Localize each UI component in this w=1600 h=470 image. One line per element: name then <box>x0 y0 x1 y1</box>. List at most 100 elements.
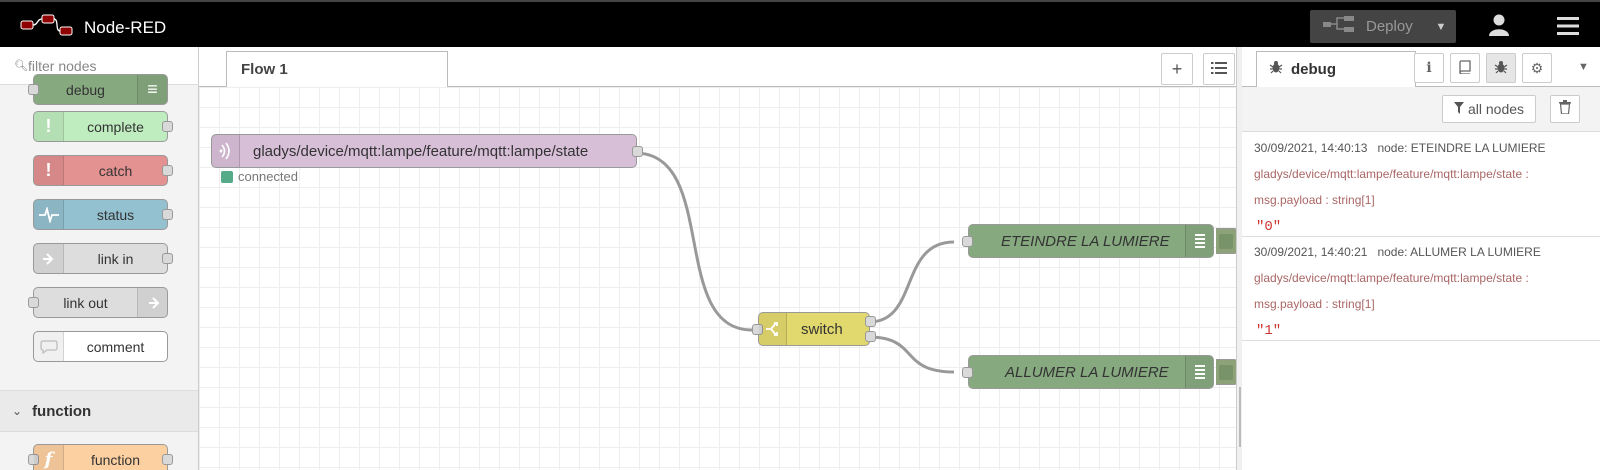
debug-message[interactable]: 30/09/2021, 14:40:21 node: ALLUMER LA LU… <box>1242 237 1600 341</box>
input-port[interactable] <box>752 324 763 335</box>
palette-node-label: status <box>96 206 135 223</box>
separator-grip[interactable] <box>1239 387 1241 447</box>
debug-toolbar <box>1242 87 1600 132</box>
output-port[interactable] <box>162 121 173 132</box>
input-port[interactable] <box>28 454 39 465</box>
workspace-tabbar: Flow 1 + <box>199 47 1242 88</box>
switch-node[interactable]: switch <box>752 312 876 346</box>
logo: Node-RED <box>20 14 166 41</box>
function-icon: f <box>34 445 64 470</box>
filter-icon <box>1453 101 1464 117</box>
trash-icon <box>1559 99 1571 119</box>
palette-node-label: function <box>90 451 141 468</box>
tab-label: debug <box>1291 61 1336 78</box>
palette-node-function[interactable]: f function <box>28 444 173 470</box>
bug-icon <box>1269 60 1283 79</box>
flow-wires <box>634 151 955 374</box>
debug-node-label: ETEINDRE LA LUMIERE <box>1001 232 1170 250</box>
mqtt-in-node[interactable]: gladys/device/mqtt:lampe/feature/mqtt:la… <box>211 134 643 168</box>
output-port[interactable] <box>162 165 173 176</box>
category-label: function <box>32 402 92 420</box>
palette-node-label: comment <box>86 338 145 355</box>
message-payload-type: msg.payload : string[1] <box>1254 193 1375 207</box>
user-icon[interactable] <box>1488 13 1510 42</box>
filter-nodes-input[interactable] <box>28 55 188 77</box>
exclamation-icon: ! <box>34 112 64 141</box>
message-timestamp: 30/09/2021, 14:40:21 <box>1254 245 1368 259</box>
list-icon: ≡ <box>137 75 167 104</box>
message-node: node: ETEINDRE LA LUMIERE <box>1377 141 1546 155</box>
input-port[interactable] <box>28 84 39 95</box>
main-menu-icon[interactable] <box>1556 16 1580 41</box>
deploy-dropdown-caret-icon[interactable]: ▼ <box>1435 20 1447 33</box>
palette-node-status[interactable]: status <box>33 199 173 230</box>
gear-icon: ⚙ <box>1530 59 1544 76</box>
mqtt-wave-icon <box>212 135 240 167</box>
filter-all-nodes-button[interactable]: all nodes <box>1442 95 1536 123</box>
info-icon: i <box>1426 60 1432 76</box>
list-icon <box>1185 356 1213 388</box>
palette-node-debug[interactable]: debug ≡ <box>28 74 168 105</box>
exclamation-icon: ! <box>34 156 64 185</box>
category-header-function[interactable]: ⌄ function <box>0 390 198 432</box>
debug-toggle-button[interactable] <box>1216 228 1238 254</box>
workspace: Flow 1 + gladys/d <box>199 47 1242 470</box>
node-palette: 🔍︎ debug ≡ ! complete ! catch status <box>0 47 199 470</box>
palette-node-comment[interactable]: comment <box>33 331 168 362</box>
flow-list-button[interactable] <box>1203 53 1235 85</box>
deploy-button[interactable]: Deploy ▼ <box>1310 10 1456 43</box>
debug-tab-button[interactable] <box>1486 53 1516 83</box>
info-tab-button[interactable]: i <box>1414 53 1444 83</box>
header-bar: Node-RED Deploy ▼ <box>0 0 1600 47</box>
wire-switch-to-allumer <box>868 335 955 374</box>
clear-messages-button[interactable] <box>1550 95 1580 123</box>
tab-debug[interactable]: debug <box>1256 51 1416 88</box>
debug-message[interactable]: 30/09/2021, 14:40:13 node: ETEINDRE LA L… <box>1242 133 1600 237</box>
flow-canvas[interactable]: gladys/device/mqtt:lampe/feature/mqtt:la… <box>199 87 1242 470</box>
input-port[interactable] <box>28 297 39 308</box>
palette-node-label: debug <box>66 81 105 98</box>
palette-node-label: complete <box>87 118 144 135</box>
search-icon: 🔍︎ <box>14 60 28 72</box>
debug-toggle-indicator <box>1219 365 1233 380</box>
config-tab-button[interactable]: ⚙ <box>1522 53 1552 83</box>
message-node: node: ALLUMER LA LUMIERE <box>1377 245 1541 259</box>
palette-node-link-in[interactable]: link in <box>33 243 173 274</box>
help-tab-button[interactable] <box>1450 53 1480 83</box>
sidebar-menu-caret-icon[interactable]: ▼ <box>1578 61 1589 73</box>
debug-node-allumer[interactable]: ALLUMER LA LUMIERE <box>962 355 1214 389</box>
filter-label: all nodes <box>1467 101 1525 117</box>
sidebar-separator[interactable] <box>1236 47 1242 470</box>
message-timestamp: 30/09/2021, 14:40:13 <box>1254 141 1368 155</box>
palette-node-catch[interactable]: ! catch <box>33 155 173 186</box>
add-flow-button[interactable]: + <box>1161 53 1193 85</box>
app-title: Node-RED <box>84 17 167 37</box>
message-meta: 30/09/2021, 14:40:21 node: ALLUMER LA LU… <box>1254 245 1588 259</box>
output-port[interactable] <box>162 454 173 465</box>
message-meta: 30/09/2021, 14:40:13 node: ETEINDRE LA L… <box>1254 141 1588 155</box>
message-value: "1" <box>1256 323 1282 339</box>
switch-icon <box>759 313 787 345</box>
list-icon <box>1211 59 1227 80</box>
palette-node-complete[interactable]: ! complete <box>33 111 173 142</box>
palette-node-label: link out <box>63 294 108 311</box>
output-port[interactable] <box>162 209 173 220</box>
pulse-icon <box>34 200 64 229</box>
output-port[interactable] <box>162 253 173 264</box>
output-port-2[interactable] <box>865 331 876 342</box>
input-port[interactable] <box>962 236 973 247</box>
plus-icon: + <box>1171 58 1183 79</box>
output-port[interactable] <box>632 146 643 157</box>
status-dot-icon <box>221 170 233 183</box>
tab-flow-1[interactable]: Flow 1 <box>226 51 448 88</box>
debug-toggle-indicator <box>1219 234 1233 249</box>
debug-node-eteindre[interactable]: ETEINDRE LA LUMIERE <box>962 224 1214 258</box>
output-port-1[interactable] <box>865 316 876 327</box>
input-port[interactable] <box>962 367 973 378</box>
debug-toggle-button[interactable] <box>1216 359 1238 385</box>
palette-node-link-out[interactable]: link out <box>28 287 168 318</box>
wire-switch-to-eteindre <box>868 240 955 324</box>
mqtt-status: connected <box>221 169 298 184</box>
wire-mqtt-to-switch <box>634 151 753 332</box>
